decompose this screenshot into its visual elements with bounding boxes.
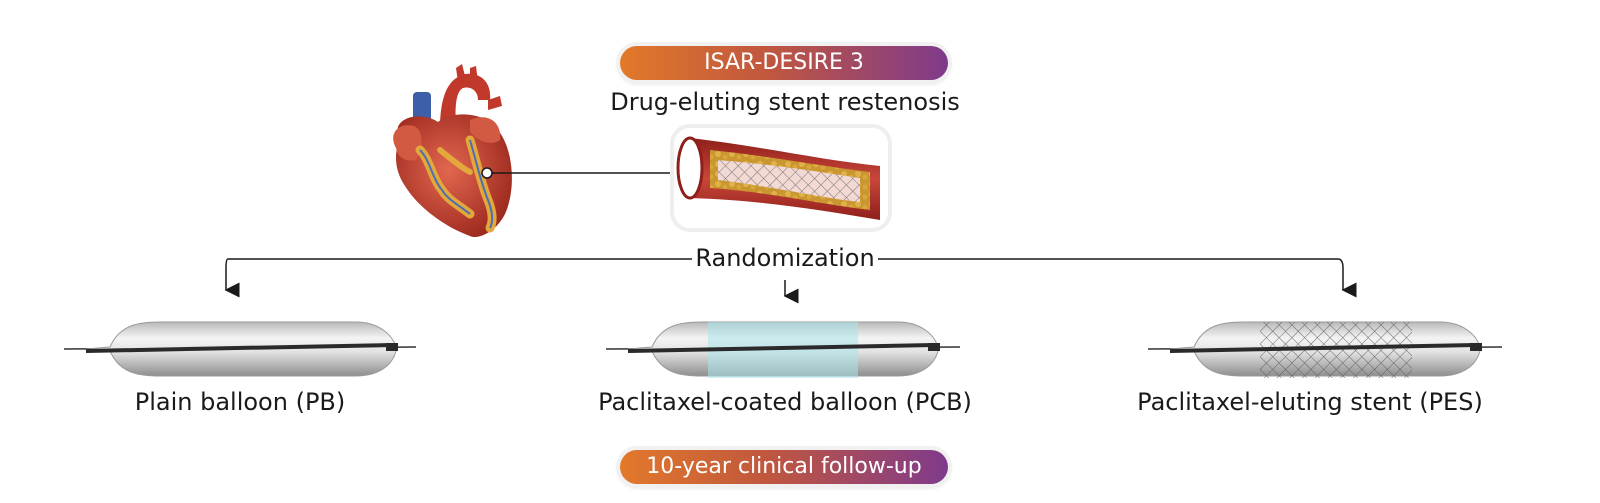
trial-name-badge: ISAR-DESIRE 3 (620, 46, 948, 80)
follow-up-label: 10-year clinical follow-up (646, 454, 922, 479)
follow-up-badge: 10-year clinical follow-up (620, 450, 948, 484)
arrow-left (224, 258, 240, 298)
arrow-right (1337, 258, 1357, 298)
heart-illustration (393, 64, 512, 238)
plain-balloon-illustration (63, 321, 417, 377)
arm-label-pb: Plain balloon (PB) (134, 388, 346, 416)
stented-artery-illustration (670, 124, 892, 232)
arm-label-pes: Paclitaxel-eluting stent (PES) (1137, 388, 1483, 416)
randomization-label: Randomization (692, 244, 878, 272)
stent-balloon-illustration (1147, 321, 1503, 378)
trial-condition: Drug-eluting stent restenosis (610, 88, 960, 116)
arm-label-pcb: Paclitaxel-coated balloon (PCB) (598, 388, 972, 416)
coated-balloon-illustration (605, 321, 961, 378)
trial-name: ISAR-DESIRE 3 (704, 50, 864, 75)
